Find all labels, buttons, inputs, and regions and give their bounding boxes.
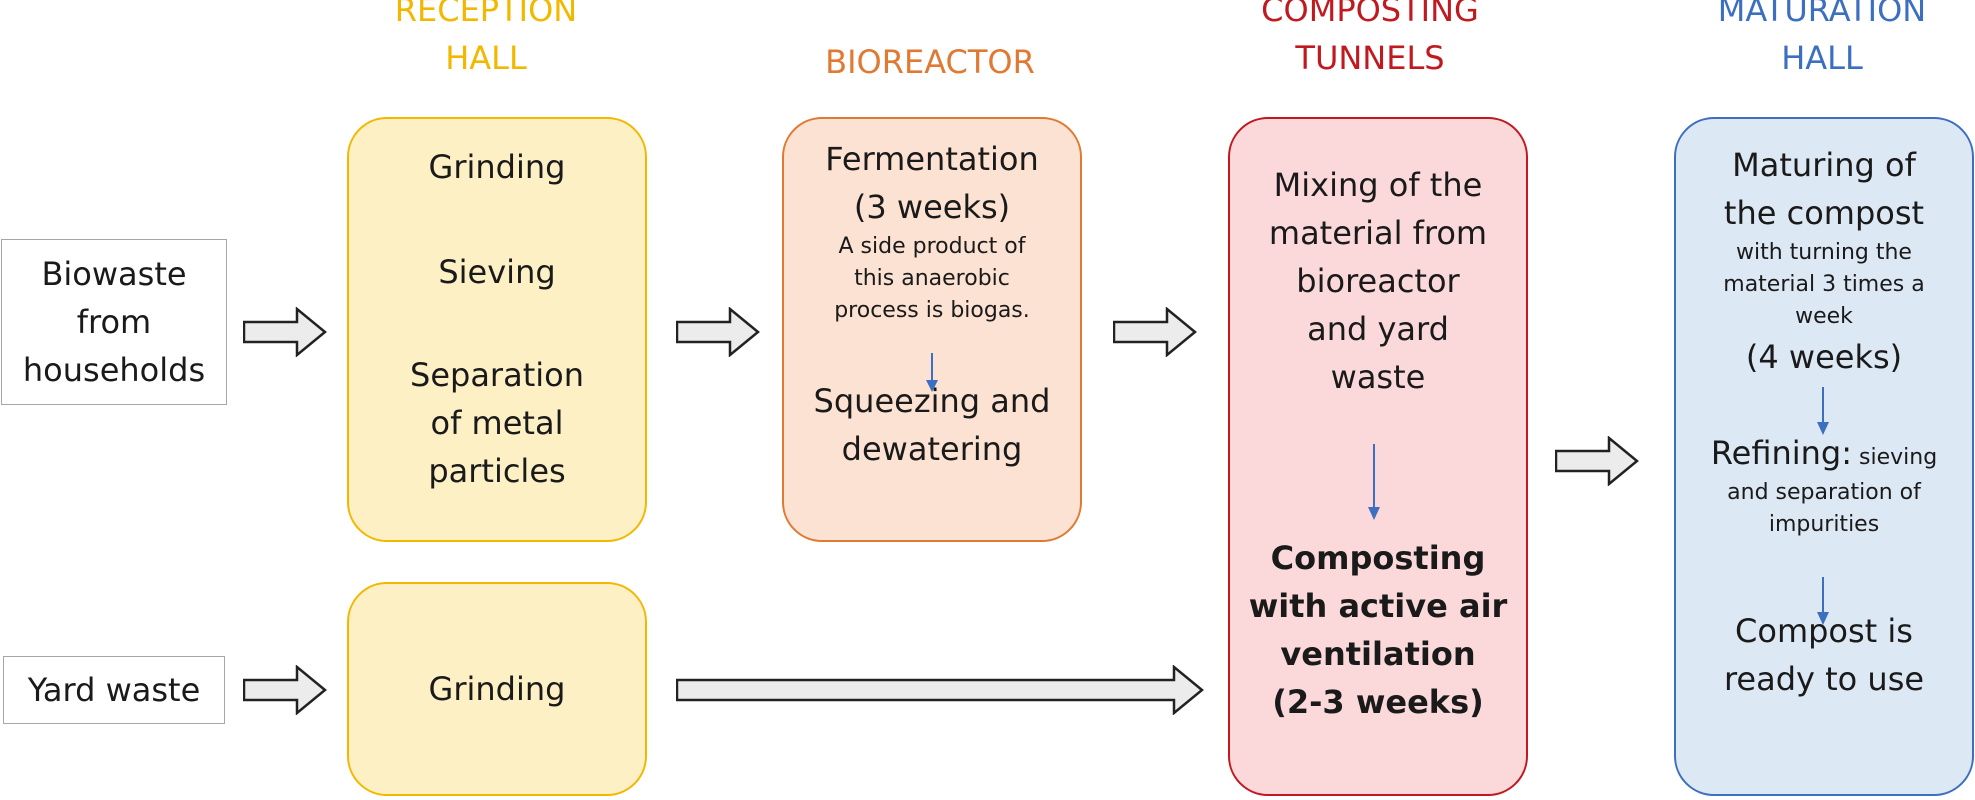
step-line: of metal bbox=[430, 404, 564, 442]
title-line: COMPOSTING bbox=[1261, 0, 1479, 29]
compost-ready-step: Compost is ready to use bbox=[1724, 607, 1924, 703]
title-line: RECEPTION bbox=[394, 0, 578, 29]
note-line: week bbox=[1795, 304, 1853, 329]
arrow-down-icon bbox=[1817, 577, 1829, 625]
step-line: (2-3 weeks) bbox=[1272, 683, 1484, 721]
grinding-step: Grinding bbox=[428, 670, 566, 708]
step-line: Composting bbox=[1270, 539, 1486, 577]
step-line: ventilation bbox=[1280, 635, 1476, 673]
step-line: the compost bbox=[1723, 194, 1925, 232]
maturing-duration: (4 weeks) bbox=[1745, 338, 1903, 376]
arrow-down-icon bbox=[926, 353, 938, 392]
composting-tunnels-box: Mixing of the material from bioreactor a… bbox=[1228, 117, 1528, 796]
sieving-step: Sieving bbox=[438, 253, 556, 291]
title-line: BIOREACTOR bbox=[825, 43, 1035, 81]
biogas-note: A side product of this anaerobic process… bbox=[834, 231, 1030, 327]
step-line: particles bbox=[428, 452, 566, 490]
note-line: this anaerobic bbox=[854, 266, 1010, 291]
step-line: with active air bbox=[1248, 587, 1508, 625]
step-line: (3 weeks) bbox=[853, 188, 1011, 226]
step-line: Separation bbox=[410, 356, 584, 394]
arrow-down-icon bbox=[1817, 387, 1829, 435]
composting-tunnels-title: COMPOSTING TUNNELS bbox=[1250, 0, 1490, 82]
turning-note: with turning the material 3 times a week bbox=[1723, 237, 1924, 333]
bioreactor-title: BIOREACTOR bbox=[820, 38, 1040, 86]
maturation-hall-title: MATURATION HALL bbox=[1702, 0, 1942, 82]
reception-yard-box: Grinding bbox=[347, 582, 647, 796]
arrow-right-icon bbox=[1113, 307, 1197, 357]
arrow-right-icon bbox=[1555, 436, 1639, 486]
maturation-hall-box: Maturing of the compost with turning the… bbox=[1674, 117, 1974, 796]
step-line: bioreactor bbox=[1296, 262, 1460, 300]
input-line: Biowaste bbox=[41, 255, 187, 293]
biowaste-input-box: Biowaste from households bbox=[1, 239, 227, 405]
arrow-right-icon bbox=[676, 307, 760, 357]
arrow-right-icon bbox=[243, 307, 327, 357]
title-line: TUNNELS bbox=[1295, 39, 1445, 77]
step-line: dewatering bbox=[841, 430, 1023, 468]
note-line: process is biogas. bbox=[834, 298, 1030, 323]
title-line: HALL bbox=[445, 39, 527, 77]
reception-hall-box: Grinding Sieving Separation of metal par… bbox=[347, 117, 647, 542]
reception-hall-title: RECEPTION HALL bbox=[386, 0, 586, 82]
yard-waste-input-box: Yard waste bbox=[3, 656, 225, 724]
note-line: with turning the bbox=[1736, 240, 1912, 265]
input-line: from bbox=[76, 303, 152, 341]
long-arrow-right-icon bbox=[676, 665, 1204, 715]
active-composting-step: Composting with active air ventilation (… bbox=[1249, 534, 1508, 726]
title-line: MATURATION bbox=[1717, 0, 1927, 29]
step-line: Mixing of the bbox=[1273, 166, 1483, 204]
note-line: material 3 times a bbox=[1723, 272, 1925, 297]
bioreactor-box: Fermentation (3 weeks) A side product of… bbox=[782, 117, 1082, 542]
step-line: Fermentation bbox=[825, 140, 1039, 178]
step-line: and yard bbox=[1307, 310, 1449, 348]
arrow-down-icon bbox=[1368, 444, 1380, 520]
mixing-step: Mixing of the material from bioreactor a… bbox=[1269, 161, 1487, 401]
step-line: Maturing of bbox=[1732, 146, 1916, 184]
refining-label: Refining: bbox=[1710, 434, 1853, 472]
refining-step: Refining: sieving and separation of impu… bbox=[1711, 429, 1937, 541]
note-line: A side product of bbox=[838, 234, 1026, 259]
fermentation-step: Fermentation (3 weeks) bbox=[825, 135, 1039, 231]
maturing-step: Maturing of the compost bbox=[1724, 141, 1924, 237]
separation-step: Separation of metal particles bbox=[410, 351, 584, 495]
step-line: ready to use bbox=[1723, 660, 1925, 698]
arrow-right-icon bbox=[243, 665, 327, 715]
input-label: Yard waste bbox=[27, 671, 201, 709]
grinding-step: Grinding bbox=[428, 148, 566, 186]
step-line: material from bbox=[1268, 214, 1488, 252]
input-line: households bbox=[22, 351, 206, 389]
title-line: HALL bbox=[1781, 39, 1863, 77]
note-line: impurities bbox=[1768, 512, 1880, 537]
note-line: and separation of bbox=[1727, 480, 1921, 505]
refining-note: sieving bbox=[1852, 445, 1938, 470]
step-line: waste bbox=[1330, 358, 1426, 396]
